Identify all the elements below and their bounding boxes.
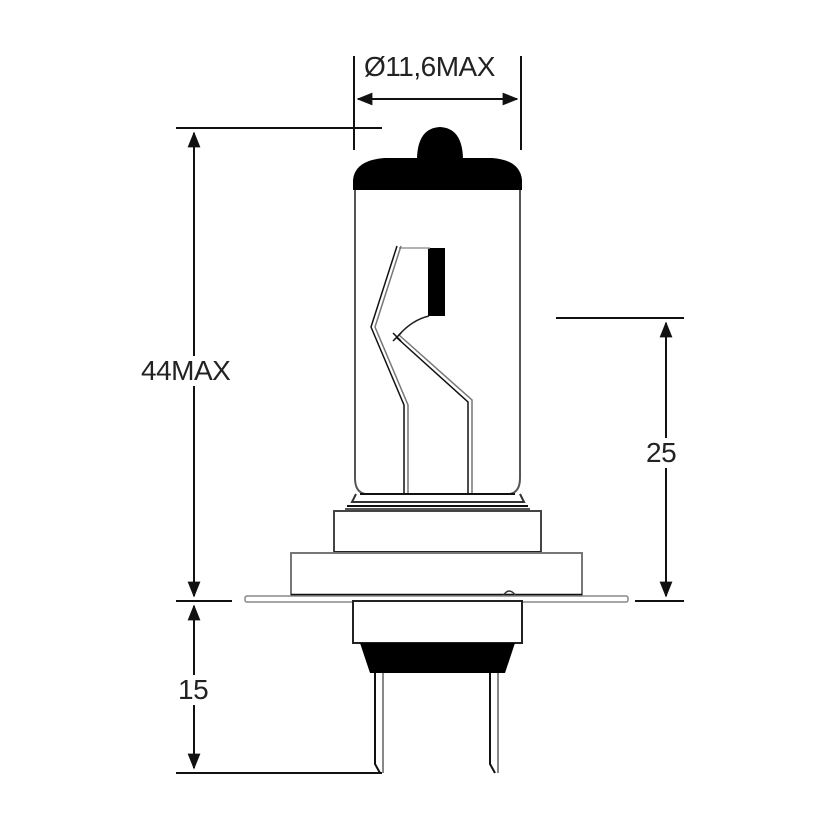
base-body bbox=[290, 552, 583, 597]
black-top-cap bbox=[353, 127, 522, 190]
glass-envelope bbox=[354, 190, 521, 495]
black-base-insulator bbox=[360, 643, 515, 673]
pin-length-label: 15 bbox=[178, 674, 209, 705]
overall-height-label: 44MAX bbox=[141, 355, 231, 386]
lead-wire-right bbox=[392, 332, 473, 493]
filament-arc bbox=[398, 315, 430, 336]
contact-pin-left bbox=[374, 673, 384, 774]
diameter-label: Ø11,6MAX bbox=[364, 51, 495, 82]
light-center-height-label: 25 bbox=[646, 437, 677, 468]
contact-pin-right bbox=[489, 673, 499, 774]
filament-shield bbox=[428, 248, 445, 316]
base-collar bbox=[333, 510, 542, 555]
diameter-dimension bbox=[353, 56, 522, 150]
locating-notch bbox=[502, 590, 517, 597]
pinch-seal bbox=[345, 493, 530, 510]
lead-wire-left bbox=[370, 245, 409, 493]
lower-base-body bbox=[352, 600, 523, 644]
